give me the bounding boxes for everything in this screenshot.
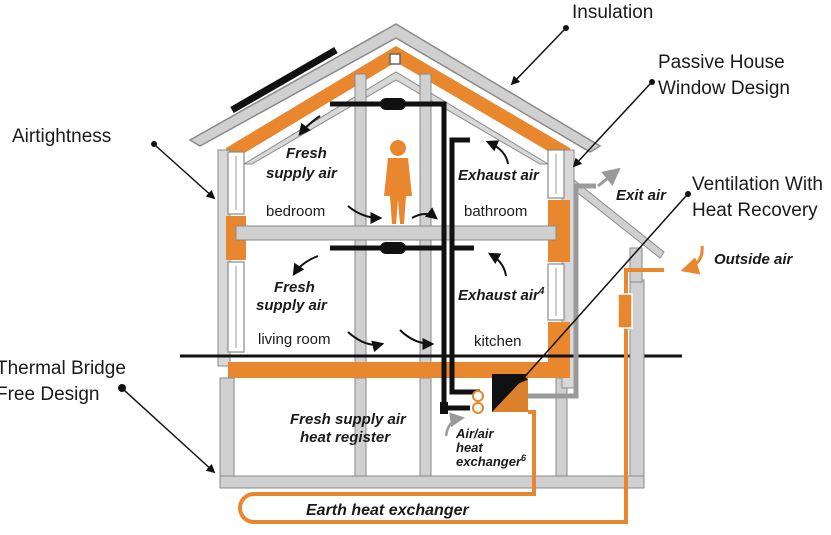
roof-frame bbox=[188, 23, 602, 153]
flow-register-2: heat register bbox=[300, 429, 391, 446]
basement-left-wall bbox=[219, 377, 235, 489]
flow-outside-air: Outside air bbox=[714, 251, 794, 268]
room-living-room: living room bbox=[258, 331, 331, 348]
flow-exit-air: Exit air bbox=[616, 187, 667, 204]
stud-basement-3 bbox=[555, 377, 568, 477]
outside-air-filter bbox=[617, 293, 633, 329]
label-ventilation-line1: Ventilation With bbox=[692, 174, 823, 195]
supply-duct-top bbox=[330, 101, 447, 392]
stud-left-1 bbox=[354, 73, 367, 375]
gable-inner-frame bbox=[242, 71, 550, 165]
solar-panel bbox=[230, 46, 338, 114]
flow-hx-1: Air/air bbox=[455, 426, 495, 441]
stud-left-2 bbox=[419, 73, 432, 375]
roof-vent bbox=[389, 53, 401, 65]
flow-fresh-upper-2: supply air bbox=[266, 165, 338, 182]
window-leader bbox=[572, 83, 651, 168]
person-figure bbox=[384, 140, 412, 224]
label-ventilation-line2: Heat Recovery bbox=[692, 200, 818, 221]
flow-register-1: Fresh supply air bbox=[290, 411, 407, 428]
flow-fresh-lower-2: supply air bbox=[256, 297, 328, 314]
room-bathroom: bathroom bbox=[464, 203, 527, 220]
label-thermal-line2: Free Design bbox=[0, 384, 100, 405]
label-window-line2: Window Design bbox=[658, 78, 790, 99]
right-wall-insulation bbox=[548, 200, 570, 262]
room-bedroom: bedroom bbox=[266, 203, 325, 220]
airtightness-leader bbox=[155, 145, 216, 200]
flow-fresh-lower-1: Fresh bbox=[274, 279, 315, 296]
exit-air-duct bbox=[528, 183, 596, 399]
thermal-leader bbox=[123, 389, 216, 474]
label-airtightness: Airtightness bbox=[12, 126, 111, 147]
label-window-line1: Passive House bbox=[658, 52, 785, 73]
flow-exhaust-upper: Exhaust air bbox=[458, 167, 540, 184]
ground-slab-insulation bbox=[228, 362, 568, 378]
middle-floor bbox=[235, 225, 557, 241]
flow-hx-2: heat bbox=[456, 440, 483, 455]
flow-hx-3: exchanger6 bbox=[456, 453, 527, 469]
exhaust-duct bbox=[449, 137, 480, 395]
basement-floor bbox=[219, 475, 645, 489]
label-insulation: Insulation bbox=[572, 2, 653, 23]
flow-fresh-upper-1: Fresh bbox=[286, 145, 327, 162]
flow-exhaust-lower: Exhaust air4 bbox=[458, 286, 545, 304]
earth-heat-exchanger-duct bbox=[238, 268, 664, 524]
stud-basement-2 bbox=[419, 377, 432, 477]
insulation-leader bbox=[510, 29, 565, 86]
label-thermal-line1: Thermal Bridge bbox=[0, 358, 126, 379]
ventilation-leader bbox=[518, 195, 687, 384]
room-kitchen: kitchen bbox=[474, 333, 522, 350]
flow-earth: Earth heat exchanger bbox=[306, 502, 470, 519]
